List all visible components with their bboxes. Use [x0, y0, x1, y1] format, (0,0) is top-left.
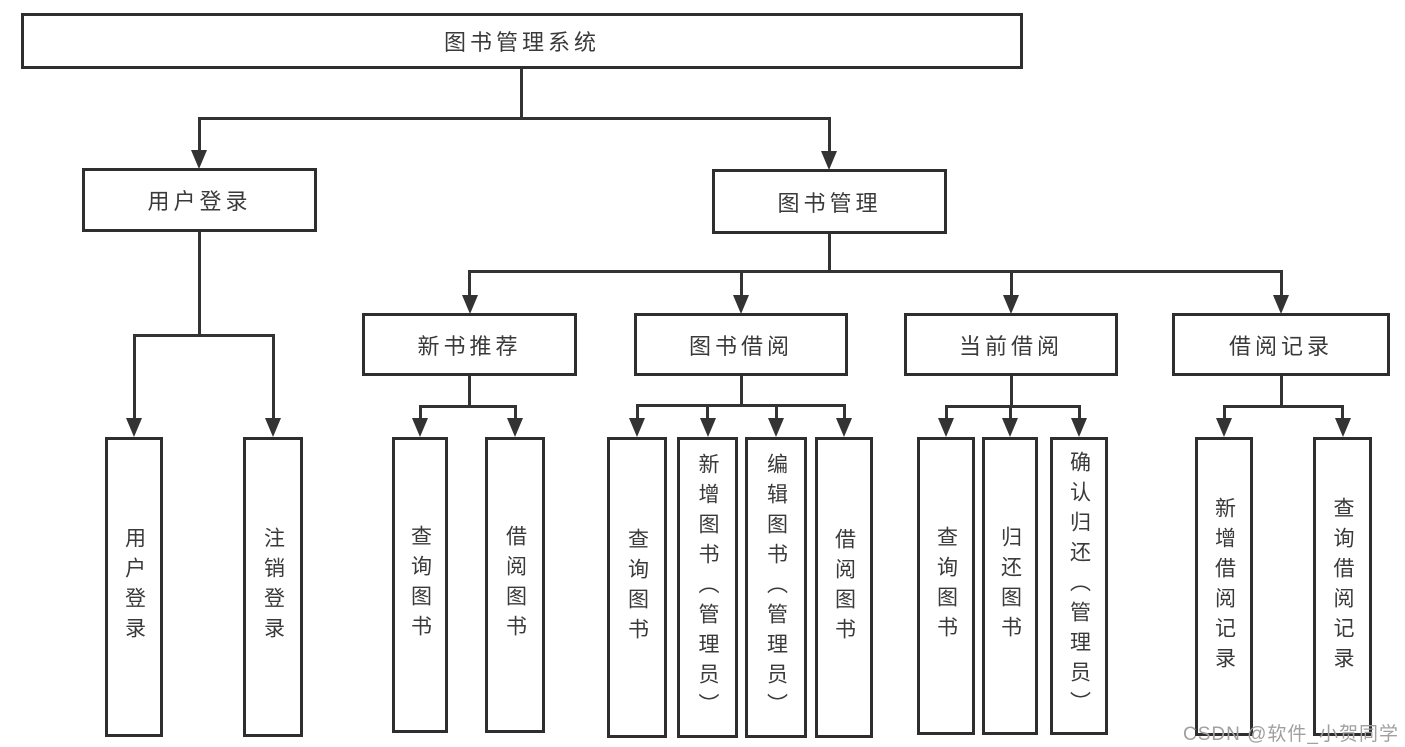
connector-line-vertical — [739, 269, 743, 295]
node-current-borrowing: 当前借阅 — [904, 313, 1118, 376]
node-label: 查询图书 — [625, 527, 649, 648]
connector-line-vertical — [1222, 404, 1226, 418]
node-label: 借阅图书 — [503, 525, 527, 645]
node-leaf-query-borrow-record: 查询借阅记录 — [1313, 437, 1372, 736]
arrowhead-down-icon — [461, 295, 478, 314]
node-book-borrowing: 图书借阅 — [634, 313, 848, 376]
arrowhead-down-icon — [507, 418, 523, 437]
node-book-management: 图书管理 — [712, 169, 947, 234]
connector-line-vertical — [468, 269, 471, 295]
arrowhead-down-icon — [733, 295, 749, 314]
node-leaf-add-books-admin: 新增图书（管理员） — [677, 437, 738, 738]
arrowhead-down-icon — [699, 418, 716, 437]
node-leaf-confirm-return-admin: 确认归还（管理员） — [1050, 437, 1108, 735]
csdn-watermark: CSDN @软件_小贺同学 — [1183, 724, 1399, 745]
arrowhead-down-icon — [1003, 295, 1019, 314]
arrowhead-down-icon — [265, 418, 281, 437]
arrowhead-down-icon — [1273, 295, 1289, 314]
connector-line-horizontal — [468, 269, 1283, 273]
node-label: 图书管理系统 — [443, 30, 600, 55]
node-leaf-query-books-recommend: 查询图书 — [392, 437, 448, 733]
node-label: 查询图书 — [934, 526, 958, 646]
arrowhead-down-icon — [1216, 418, 1232, 437]
connector-line-vertical — [1009, 269, 1013, 295]
connector-line-vertical — [635, 403, 639, 418]
arrowhead-down-icon — [126, 418, 142, 437]
arrowhead-down-icon — [629, 418, 645, 437]
connector-line-vertical — [468, 376, 471, 408]
node-label: 归还图书 — [998, 526, 1022, 646]
arrowhead-down-icon — [191, 150, 207, 169]
node-leaf-query-books-borrow: 查询图书 — [607, 437, 667, 738]
node-new-book-recommendation: 新书推荐 — [362, 313, 577, 376]
node-label: 借阅图书 — [832, 527, 856, 648]
node-label: 查询借阅记录 — [1331, 496, 1355, 677]
connector-line-vertical — [1279, 376, 1283, 408]
connector-line-vertical — [197, 116, 201, 151]
node-label: 当前借阅 — [958, 333, 1063, 359]
node-label: 新增借阅记录 — [1212, 496, 1236, 677]
connector-line-horizontal — [1222, 404, 1344, 408]
arrowhead-down-icon — [768, 418, 784, 437]
connector-line-vertical — [1009, 376, 1013, 408]
node-leaf-query-books-current: 查询图书 — [917, 437, 975, 735]
connector-line-vertical — [132, 333, 136, 418]
connector-line-vertical — [1279, 269, 1283, 295]
arrowhead-down-icon — [938, 418, 954, 437]
connector-line-vertical — [271, 333, 275, 418]
node-label: 编辑图书（管理员） — [764, 452, 788, 723]
connector-line-vertical — [519, 69, 523, 120]
connector-line-vertical — [1008, 404, 1012, 418]
connector-line-vertical — [944, 404, 948, 418]
node-label: 借阅记录 — [1228, 333, 1333, 359]
node-leaf-user-login: 用户登录 — [105, 437, 163, 737]
node-label: 用户登录 — [122, 527, 146, 647]
node-leaf-edit-books-admin: 编辑图书（管理员） — [745, 437, 807, 738]
node-label: 注销登录 — [261, 527, 285, 647]
node-label: 查询图书 — [408, 525, 432, 645]
connector-line-horizontal — [418, 404, 517, 408]
connector-line-vertical — [706, 403, 709, 418]
node-leaf-return-books: 归还图书 — [982, 437, 1038, 735]
arrowhead-down-icon — [836, 418, 852, 437]
connector-line-horizontal — [132, 333, 275, 337]
connector-line-horizontal — [635, 403, 846, 407]
arrowhead-down-icon — [1071, 418, 1087, 437]
node-library-management-system: 图书管理系统 — [21, 13, 1023, 69]
node-leaf-borrow-books: 借阅图书 — [815, 437, 873, 738]
connector-line-vertical — [1077, 404, 1081, 418]
node-label: 用户登录 — [147, 189, 252, 214]
arrowhead-down-icon — [1002, 418, 1018, 437]
node-leaf-borrow-books-recommend: 借阅图书 — [485, 437, 545, 733]
connector-line-vertical — [827, 234, 831, 273]
connector-line-vertical — [774, 403, 778, 418]
node-user-login: 用户登录 — [82, 168, 317, 232]
node-label: 新书推荐 — [417, 333, 522, 359]
node-label: 图书管理 — [777, 190, 882, 216]
connector-line-vertical — [1341, 404, 1344, 418]
connector-line-vertical — [827, 116, 831, 152]
connector-line-horizontal — [944, 404, 1081, 408]
connector-line-vertical — [197, 232, 201, 337]
connector-line-vertical — [513, 404, 517, 418]
node-label: 确认归还（管理员） — [1067, 451, 1091, 721]
connector-line-horizontal — [197, 116, 831, 120]
node-label: 新增图书（管理员） — [696, 452, 720, 723]
connector-line-vertical — [842, 403, 846, 418]
node-label: 图书借阅 — [688, 333, 793, 359]
node-leaf-add-borrow-record: 新增借阅记录 — [1195, 437, 1253, 736]
arrowhead-down-icon — [821, 151, 837, 170]
node-borrowing-records: 借阅记录 — [1172, 313, 1390, 376]
node-leaf-logout: 注销登录 — [243, 437, 303, 737]
arrowhead-down-icon — [1334, 418, 1351, 437]
connector-line-vertical — [418, 404, 422, 418]
connector-line-vertical — [739, 376, 743, 407]
arrowhead-down-icon — [412, 418, 428, 437]
